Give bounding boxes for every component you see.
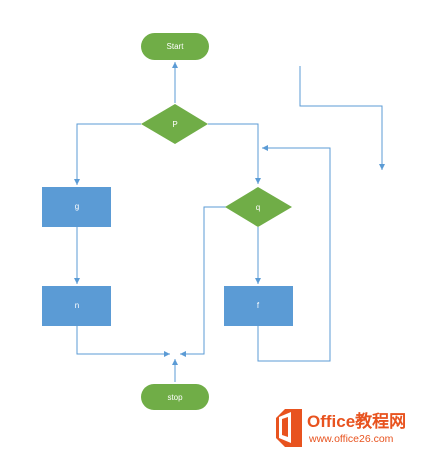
decision-q: q — [225, 187, 292, 227]
stop-label: stop — [167, 393, 183, 402]
decision-p-label: P — [172, 120, 177, 129]
start-terminal: Start — [141, 33, 209, 60]
connector-p-to-q — [208, 123, 261, 184]
decision-p: P — [141, 104, 208, 144]
stop-terminal: stop — [141, 384, 209, 410]
watermark: Office教程网 www.office26.com — [276, 409, 406, 447]
process-f: f — [224, 286, 293, 326]
connector-q-to-merge — [180, 206, 226, 357]
process-n-label: n — [75, 301, 79, 310]
process-n: n — [42, 286, 111, 326]
connector-f-loop-to-q — [257, 145, 331, 362]
process-f-label: f — [257, 301, 260, 310]
connector-n-to-merge — [76, 326, 170, 357]
start-label: Start — [167, 42, 185, 51]
stray-connector — [299, 66, 385, 170]
process-g-label: g — [75, 202, 79, 211]
watermark-url: www.office26.com — [308, 433, 394, 445]
connector-p-to-g — [74, 123, 141, 185]
watermark-brand: Office教程网 — [307, 411, 406, 431]
process-g: g — [42, 187, 111, 227]
office-logo-icon — [276, 409, 302, 447]
decision-q-label: q — [256, 203, 260, 212]
